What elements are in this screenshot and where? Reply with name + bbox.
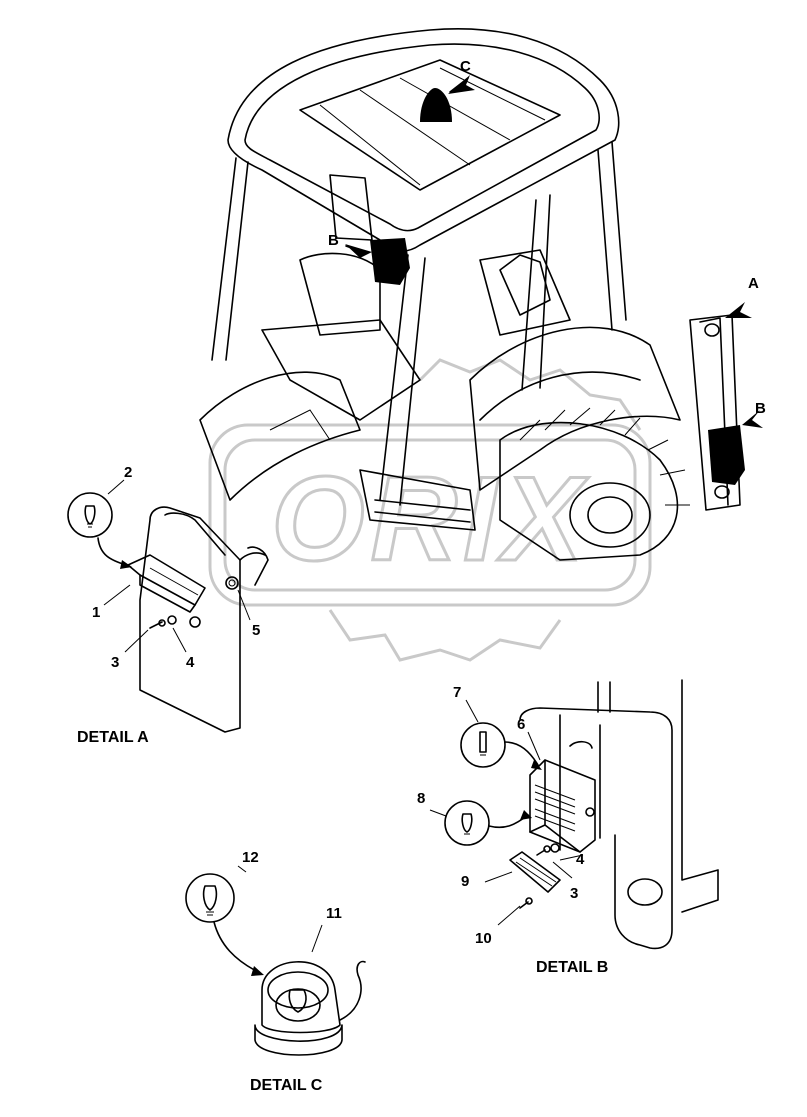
callout-3a: 3 bbox=[111, 654, 119, 671]
callout-2: 2 bbox=[124, 464, 132, 481]
callout-7: 7 bbox=[453, 684, 461, 701]
lamp-mark-cab bbox=[370, 238, 410, 285]
callout-4a: 4 bbox=[186, 654, 195, 671]
lamp-mark-boom bbox=[708, 425, 745, 485]
detail-b-caption: DETAIL B bbox=[536, 959, 608, 976]
callout-9: 9 bbox=[461, 873, 469, 890]
callout-3b: 3 bbox=[570, 885, 578, 902]
beacon-lamp bbox=[261, 961, 341, 1034]
detail-a-caption: DETAIL A bbox=[77, 729, 149, 746]
bulb-icon-12 bbox=[185, 873, 235, 923]
callout-11: 11 bbox=[326, 905, 342, 922]
callout-12: 12 bbox=[242, 849, 259, 866]
callout-8: 8 bbox=[417, 790, 425, 807]
detail-c bbox=[185, 865, 366, 1056]
view-marker-b-boom: B bbox=[755, 400, 766, 417]
watermark-text: ORIX bbox=[271, 452, 589, 586]
callout-1: 1 bbox=[92, 604, 100, 621]
callout-4b: 4 bbox=[576, 851, 585, 868]
callout-5: 5 bbox=[252, 622, 260, 639]
watermark-logo: ORIX bbox=[208, 358, 652, 662]
detail-c-caption: DETAIL C bbox=[250, 1077, 323, 1094]
license-lamp bbox=[127, 554, 206, 606]
beacon-on-roof bbox=[420, 88, 452, 122]
machine-illustration bbox=[199, 27, 763, 561]
bulb-icon-8 bbox=[444, 800, 490, 846]
view-marker-a: A bbox=[748, 275, 759, 292]
detail-a bbox=[67, 479, 269, 733]
callout-10: 10 bbox=[475, 930, 492, 947]
view-marker-c: C bbox=[460, 58, 471, 75]
view-marker-b-cab: B bbox=[328, 232, 339, 249]
callout-6: 6 bbox=[517, 716, 525, 733]
detail-b bbox=[429, 679, 719, 950]
bulb-icon-2 bbox=[67, 492, 113, 538]
bulb-icon-7 bbox=[460, 722, 506, 768]
